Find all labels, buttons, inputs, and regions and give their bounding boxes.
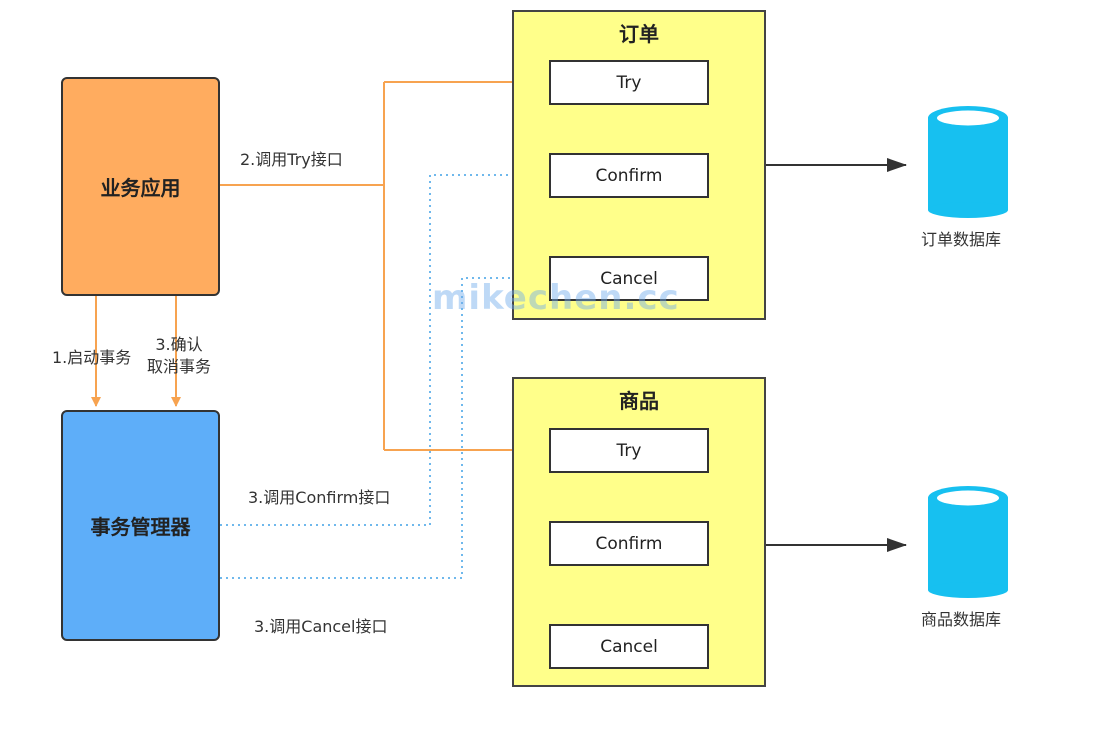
call-try-label: 2.调用Try接口 (240, 150, 343, 169)
order-database-icon (928, 106, 1008, 218)
call-confirm-label: 3.调用Confirm接口 (248, 488, 391, 507)
watermark: mikechen.cc (432, 278, 680, 318)
product-service-title: 商品 (619, 389, 659, 413)
product-cancel-method: Cancel (549, 624, 709, 669)
order-try-method: Try (549, 60, 709, 105)
business-app-node: 业务应用 (61, 77, 220, 296)
product-db-label: 商品数据库 (921, 610, 1002, 629)
tx-manager-label: 事务管理器 (90, 515, 191, 539)
product-try-method: Try (549, 428, 709, 473)
confirm-cancel-tx-line2: 取消事务 (146, 357, 211, 376)
call-cancel-edge (220, 273, 547, 579)
call-cancel-label: 3.调用Cancel接口 (254, 617, 388, 636)
order-cancel-method: Cancel (549, 256, 709, 301)
product-confirm-method: Confirm (549, 521, 709, 566)
start-tx-label: 1.启动事务 (52, 348, 132, 367)
order-confirm-method: Confirm (549, 153, 709, 198)
business-app-label: 业务应用 (100, 176, 181, 200)
order-db-label: 订单数据库 (921, 230, 1002, 249)
confirm-cancel-tx-line1: 3.确认 (155, 335, 203, 354)
order-service-title: 订单 (619, 22, 659, 46)
call-confirm-edge (220, 170, 547, 526)
tx-manager-node: 事务管理器 (61, 410, 220, 641)
confirm-cancel-tx-label: 3.确认 取消事务 (138, 334, 220, 378)
call-try-edges (220, 77, 547, 455)
product-database-icon (928, 486, 1008, 598)
